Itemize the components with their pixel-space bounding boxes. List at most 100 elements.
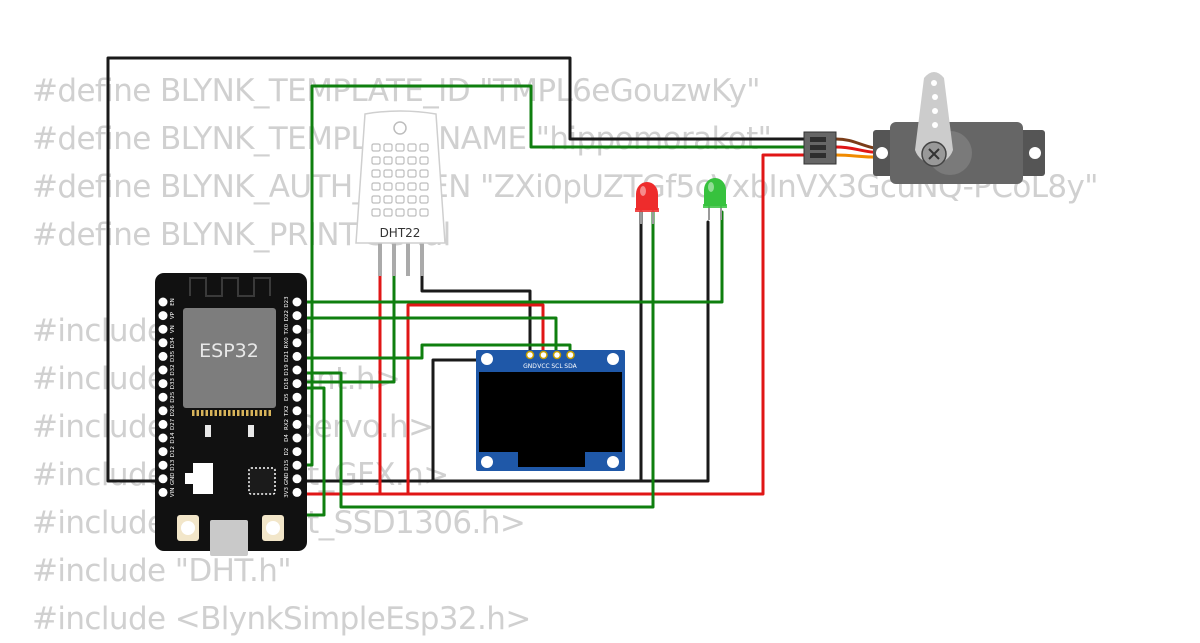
module-pad (250, 410, 253, 416)
esp32-pin-3v3[interactable] (292, 487, 302, 497)
oled-pin-scl[interactable] (552, 350, 562, 360)
esp32-pin-d32[interactable] (158, 365, 168, 375)
grille-slot (419, 195, 429, 204)
esp32-pin-label: D35 (170, 350, 176, 362)
led-red[interactable] (635, 182, 659, 224)
wire-d21-oled-sda[interactable] (295, 343, 572, 360)
esp32-pin-tx0[interactable] (292, 324, 302, 334)
led-rim (635, 208, 659, 212)
esp32-pin-d27[interactable] (158, 419, 168, 429)
esp32-pin-d5[interactable] (292, 392, 302, 402)
wire-d18-red-led[interactable] (295, 210, 655, 509)
wire-oled-gnd-rail[interactable] (431, 358, 478, 483)
led-rim (703, 204, 727, 208)
esp32-pin-d35[interactable] (158, 351, 168, 361)
wire-servo-signal[interactable] (295, 84, 812, 467)
esp32-pin-gnd[interactable] (292, 474, 302, 484)
wire-dht-data[interactable] (295, 248, 396, 384)
esp32-pin-d21[interactable] (292, 351, 302, 361)
led-green[interactable] (703, 178, 727, 220)
usb-port (210, 520, 248, 556)
esp32-pin-gnd[interactable] (158, 474, 168, 484)
shaft-screw-cross (928, 148, 940, 160)
esp32-pin-d22[interactable] (292, 311, 302, 321)
module-pad (232, 410, 235, 416)
grille-slot (371, 156, 381, 165)
oled-mount-hole (607, 456, 619, 468)
esp32-pin-d23[interactable] (292, 297, 302, 307)
en-button-cap (181, 521, 195, 535)
esp32-pin-d14[interactable] (158, 433, 168, 443)
esp32-pin-d13[interactable] (158, 460, 168, 470)
oled-pin-gnd[interactable] (525, 350, 535, 360)
grille-slot (419, 169, 429, 178)
code-line: #include "DHT.h" (32, 553, 292, 589)
grille-slot (383, 182, 393, 191)
dht22-sensor[interactable]: DHT22 (355, 110, 446, 276)
wire-d23-green-led[interactable] (295, 210, 724, 304)
oled-pin-sda[interactable] (566, 350, 575, 360)
horn-hole (932, 108, 938, 114)
horn-hole (932, 122, 938, 128)
esp32-pin-rx2[interactable] (292, 419, 302, 429)
wire-3v3-to-servo[interactable] (295, 153, 812, 496)
grille-slot (383, 143, 393, 152)
regulator-tab (185, 473, 193, 484)
esp32-pin-d25[interactable] (158, 392, 168, 402)
esp32-pin-vp[interactable] (158, 311, 168, 321)
grille-slot (371, 208, 381, 217)
esp32-pin-label: D21 (284, 351, 290, 362)
esp32-pin-vin[interactable] (158, 487, 168, 497)
grille-slot (419, 208, 429, 217)
esp32-pin-d15[interactable] (292, 460, 302, 470)
esp32-pin-vn[interactable] (158, 324, 168, 334)
smd-component (205, 425, 211, 437)
esp32-pin-label: D5 (284, 393, 290, 401)
module-pad (214, 410, 217, 416)
module-pad (205, 410, 208, 416)
wire-esp-gnd-to-servo[interactable] (106, 56, 812, 483)
grille-slot (407, 156, 417, 165)
grille-slot (395, 143, 405, 152)
module-pad (268, 410, 271, 416)
esp32-pin-d26[interactable] (158, 406, 168, 416)
grille-slot (395, 169, 405, 178)
led-highlight (708, 182, 714, 192)
esp32-pin-d4[interactable] (292, 433, 302, 443)
oled-pin-vcc[interactable] (539, 350, 548, 360)
module-pad (223, 410, 226, 416)
esp32-pin-d12[interactable] (158, 447, 168, 457)
esp32-pin-d19[interactable] (292, 365, 302, 375)
oled-pin-label: SDA (564, 363, 577, 370)
esp32-pin-d33[interactable] (158, 379, 168, 389)
esp32-pin-label: D15 (284, 459, 290, 471)
dht-label: DHT22 (380, 226, 421, 240)
servo-motor[interactable] (803, 72, 1045, 184)
esp32-pin-d18[interactable] (292, 379, 302, 389)
esp32-pin-label: D2 (284, 448, 290, 456)
esp32-module (183, 308, 276, 408)
esp32-pin-d34[interactable] (158, 338, 168, 348)
esp32-pin-label: TX0 (284, 323, 290, 335)
voltage-regulator (193, 463, 213, 494)
wire-d22-oled-scl[interactable] (295, 316, 558, 357)
wire-oled-vcc[interactable] (406, 303, 545, 496)
boot-button-cap (266, 521, 280, 535)
smd-component (248, 425, 254, 437)
esp32-pin-label: D32 (170, 364, 176, 375)
esp32-pin-tx2[interactable] (292, 406, 302, 416)
module-pad (241, 410, 244, 416)
esp32-pin-label: D4 (284, 434, 290, 442)
grille-slot (383, 208, 393, 217)
esp32-pin-en[interactable] (158, 297, 168, 307)
esp32-pin-d2[interactable] (292, 447, 302, 457)
dht-grille (371, 143, 429, 217)
grille-slot (395, 182, 405, 191)
esp32-pin-rx0[interactable] (292, 338, 302, 348)
module-pad (210, 410, 213, 416)
esp32-board[interactable]: ESP32 ENVPVND34D35D32D33D25D26D27D14D12D… (155, 273, 307, 556)
esp32-pin-label: D12 (170, 446, 176, 457)
module-pad (237, 410, 240, 416)
grille-slot (407, 143, 417, 152)
